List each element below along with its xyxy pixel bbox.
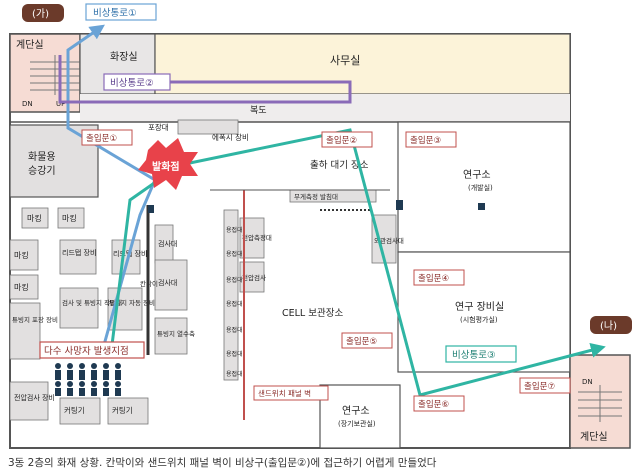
equipment-boxes	[9, 119, 397, 425]
voltage-measure-label: 전압측정대	[242, 233, 272, 242]
route-3-label-box	[445, 345, 517, 363]
cutter-label-2: 커팅기	[112, 405, 133, 415]
marking-label-1: 마킹	[27, 213, 42, 223]
door-3-label: 출입문③	[410, 135, 441, 146]
fire-origin-label: 발화점	[152, 160, 180, 173]
section-label-na: (나)	[600, 320, 617, 332]
welding-bench-column	[223, 209, 239, 381]
stair-dn-label-2: DN	[582, 378, 593, 386]
visual-inspection-label: 외관검사대	[374, 236, 404, 245]
route-1-path	[66, 24, 157, 346]
voltage-inspect-label: 전압검사	[242, 273, 266, 282]
lead-tab-label-1: 리드탭 장비	[62, 248, 96, 257]
marking-label-2: 마킹	[62, 213, 77, 223]
inspection-label-2: 검사대	[158, 278, 177, 287]
sandwich-wall-label: 샌드위치 패널 벽	[258, 388, 311, 398]
welding-label-7: 용접대	[226, 326, 243, 334]
lab-dev-sublabel: (개발실)	[468, 183, 493, 192]
inspection-work-label: 검사 및 튜빙지 작업대	[62, 298, 122, 307]
stair-up-label: UP	[56, 100, 65, 108]
many-deaths-label: 다수 사망자 발생지점	[44, 345, 129, 357]
route-2-path	[58, 55, 352, 104]
welding-label-9: 용접대	[226, 370, 243, 378]
weight-bench-label: 무게측정 발침대	[294, 192, 338, 201]
section-label-ga-badge	[22, 4, 64, 22]
door-5-label: 출입문⑤	[346, 336, 377, 347]
welding-label-6: 용접대	[226, 300, 243, 308]
welding-label-1: 용접대	[226, 226, 243, 234]
office-label: 사무실	[330, 54, 360, 67]
stair-dn-label: DN	[22, 100, 33, 108]
marking-label-3: 마킹	[14, 250, 29, 260]
route-1-label: 비상통로①	[93, 8, 136, 19]
section-label-ga: (가)	[32, 8, 49, 20]
route-3-label: 비상통로③	[452, 350, 495, 361]
route-2-label-box	[103, 73, 171, 91]
marking-label-4: 마킹	[14, 282, 29, 292]
door-4-label: 출입문④	[418, 273, 449, 284]
corridor	[80, 94, 570, 122]
freight-elevator-label-1: 화물용	[28, 151, 56, 163]
door-1-label: 출입문①	[86, 133, 117, 144]
heat-shrink-label: 튜빙지 열수축	[157, 329, 195, 338]
door-labels: 출입문① 출입문② 출입문③ 출입문④ 출입문⑤ 출입문⑥ 출입문⑦	[81, 129, 571, 412]
door-6-label: 출입문⑥	[418, 399, 449, 410]
fire-origin-icon	[138, 138, 198, 190]
packing-table-label: 포장대	[148, 122, 169, 132]
lab-storage-room	[319, 384, 401, 449]
tubing-auto-label: 튜빙지 자동 장비	[109, 298, 155, 307]
lab-dev-label: 연구소	[463, 169, 491, 181]
welding-label-5: 용접대	[226, 276, 243, 284]
lab-storage-label: 연구소	[342, 405, 370, 417]
aging-equipment-label: 에폭시 장비	[212, 132, 249, 142]
stair-label-top: 계단실	[16, 39, 44, 51]
lab-equipment-sublabel: (시험평가실)	[460, 315, 498, 324]
route-3-path	[110, 128, 606, 397]
welding-label-8: 용접대	[226, 350, 243, 358]
section-label-na-badge	[590, 316, 632, 334]
cutter-label-1: 커팅기	[64, 405, 85, 415]
lab-storage-sublabel: (장기보관실)	[338, 419, 376, 428]
corridor-label: 복도	[250, 105, 267, 116]
freight-elevator-label-2: 승강기	[28, 165, 56, 177]
figure-caption: 3동 2층의 화재 상황. 칸막이와 샌드위치 패널 벽이 비상구(출입문②)에…	[8, 457, 437, 469]
door-7-label: 출입문⑦	[524, 381, 555, 392]
cell-storage-label: CELL 보관장소	[282, 308, 343, 319]
lab-equipment-label: 연구 장비실	[455, 301, 504, 313]
many-deaths-label-box	[39, 341, 145, 359]
inspection-label-1: 검사대	[158, 239, 177, 248]
sandwich-wall-label-box	[253, 385, 329, 401]
floor-plan: 계단실 DN UP 화장실 사무실 복도 화물용 승강기 연구소 (개발실) 연…	[9, 3, 632, 449]
route-2-label: 비상통로②	[110, 78, 153, 89]
route-1-label-box	[85, 3, 157, 21]
welding-label-3: 용접대	[226, 250, 243, 258]
door-2-label: 출입문②	[326, 135, 357, 146]
office-room	[154, 33, 571, 95]
tubing-pack-label: 튜빙지 포장 장비	[12, 315, 58, 324]
stair-label-bottom: 계단실	[580, 431, 608, 443]
stair-steps-top	[30, 55, 80, 95]
victims-cluster	[55, 363, 121, 396]
pre-inspection-label: 전압검사 장비	[14, 393, 55, 402]
waiting-area-label: 출하 대기 장소	[310, 159, 369, 171]
restroom-label: 화장실	[110, 51, 138, 63]
